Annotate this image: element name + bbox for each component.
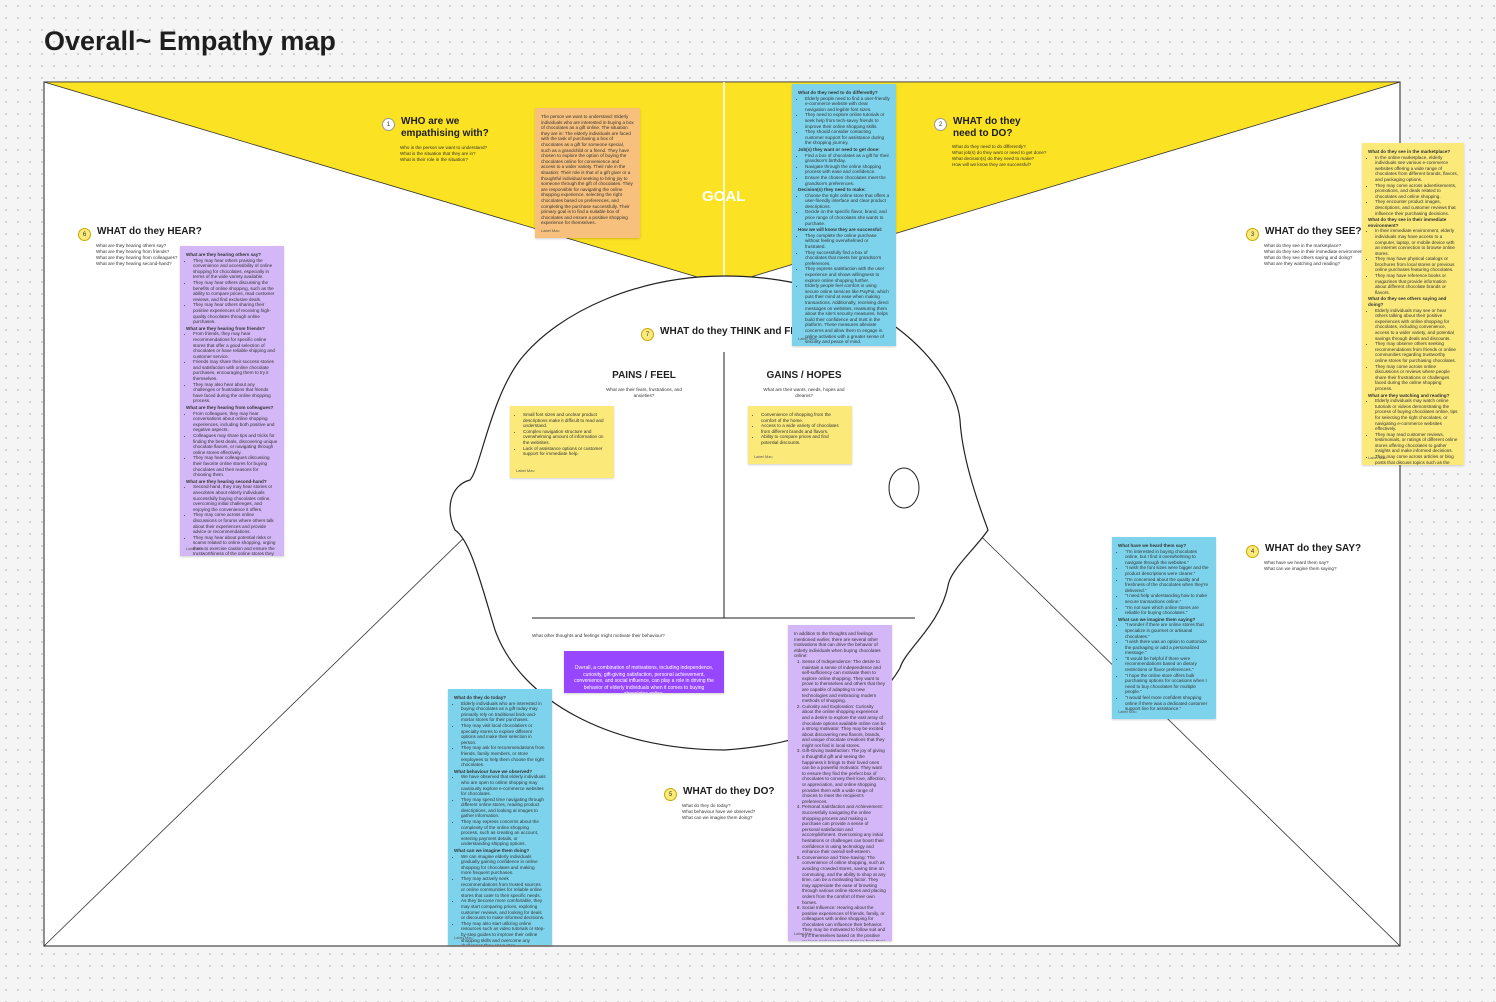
section-who-title: WHO are we empathising with? — [401, 116, 489, 139]
pains-title: PAINS / FEEL — [612, 370, 676, 381]
sticky-note-motivation-summary[interactable]: Overall, a combination of motivations, i… — [564, 651, 724, 693]
section-see: 3 WHAT do they SEE? — [1246, 226, 1361, 241]
section-number: 7 — [641, 328, 654, 341]
section-say-title: WHAT do they SAY? — [1265, 543, 1362, 554]
sticky-note-goal[interactable]: What do they need to do differently? Eld… — [792, 84, 896, 346]
section-hear-title: WHAT do they HEAR? — [97, 226, 202, 237]
section-number: 2 — [934, 118, 947, 131]
page-title: Overall~ Empathy map — [44, 26, 336, 56]
section-number: 6 — [78, 228, 91, 241]
sticky-note-see[interactable]: What do they see in the marketplace? In … — [1362, 143, 1464, 465]
sticky-note-who[interactable]: The person we want to understand: Elderl… — [535, 108, 640, 238]
gains-title: GAINS / HOPES — [766, 370, 842, 381]
section-do-title: WHAT do they DO? — [683, 786, 775, 797]
section-say-questions: What have we heard them say?What can we … — [1264, 560, 1337, 571]
goal-label: GOAL — [702, 188, 746, 205]
sticky-note-motivations[interactable]: In addition to the thoughts and feelings… — [788, 625, 892, 941]
section-number: 4 — [1246, 545, 1259, 558]
section-number: 1 — [382, 118, 395, 131]
sticky-note-say[interactable]: What have we heard them say? "I'm intere… — [1112, 537, 1216, 719]
section-number: 3 — [1246, 228, 1259, 241]
gains-question: What are their wants, needs, hopes and d… — [763, 387, 845, 398]
section-do-goal-title: WHAT do they need to DO? — [953, 116, 1021, 139]
section-do-goal-questions: What do they need to do differently?What… — [952, 144, 1047, 167]
section-do-goal: 2 WHAT do they need to DO? — [934, 116, 1033, 140]
sticky-note-pains[interactable]: Small font sizes and unclear product des… — [510, 406, 614, 478]
section-see-questions: What do they see in the marketplace?What… — [1264, 243, 1367, 266]
sticky-note-hear[interactable]: What are they hearing others say? They m… — [180, 246, 284, 556]
sticky-note-gains[interactable]: Convenience of shopping from the comfort… — [748, 406, 852, 464]
section-who: 1 WHO are we empathising with? — [382, 116, 493, 140]
section-think: 7 WHAT do they THINK and FE — [641, 326, 797, 341]
section-number: 5 — [664, 788, 677, 801]
other-thoughts-question: What other thoughts and feelings might m… — [532, 633, 665, 638]
goal-triangle — [43, 81, 1401, 286]
sticky-note-do[interactable]: What do they do today? Elderly individua… — [448, 689, 552, 945]
section-who-questions: Who is the person we want to understand?… — [400, 145, 488, 162]
section-do-questions: What do they do today?What behaviour hav… — [682, 803, 756, 820]
section-think-title: WHAT do they THINK and FE — [660, 326, 798, 337]
section-say: 4 WHAT do they SAY? — [1246, 543, 1361, 558]
section-do: 5 WHAT do they DO? — [664, 786, 774, 801]
section-hear: 6 WHAT do they HEAR? — [78, 226, 202, 241]
pains-question: What are their fears, frustrations, and … — [606, 387, 682, 398]
ear-outline — [888, 467, 920, 509]
section-see-title: WHAT do they SEE? — [1265, 226, 1362, 237]
section-hear-questions: What are they hearing others say?What ar… — [96, 243, 178, 266]
